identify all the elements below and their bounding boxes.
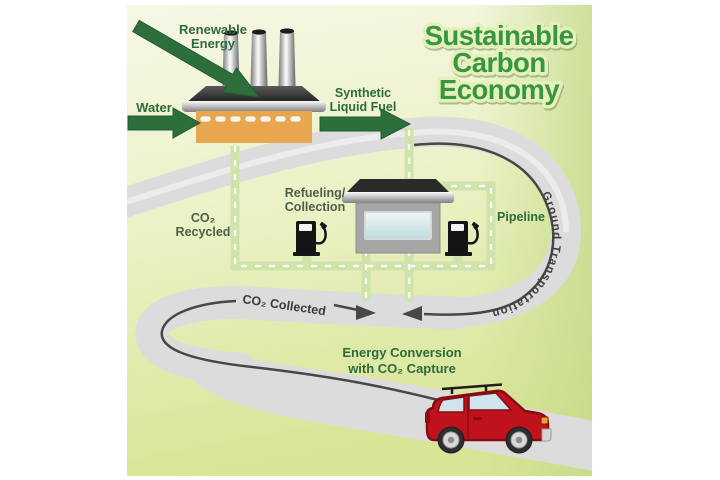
car-taillight bbox=[425, 412, 430, 423]
gas-station-icon bbox=[342, 179, 454, 254]
title-line-1: Sustainable bbox=[425, 20, 574, 51]
road-highlight bbox=[127, 128, 569, 233]
car-wheel-rear bbox=[437, 426, 465, 454]
station-window bbox=[364, 211, 432, 240]
fuel-pump-right-icon bbox=[445, 221, 479, 256]
route-line-right bbox=[413, 142, 555, 316]
energy-conversion-label: Energy Conversion with CO₂ Capture bbox=[342, 345, 461, 376]
renewable-energy-arrow-icon bbox=[132, 19, 261, 98]
svg-text:Recycled: Recycled bbox=[176, 225, 231, 239]
fuel-pump-left-icon bbox=[293, 221, 327, 256]
renewable-energy-label: Renewable Energy bbox=[179, 22, 247, 51]
svg-text:Refueling/: Refueling/ bbox=[285, 186, 346, 200]
pipeline-dashes bbox=[233, 128, 493, 268]
svg-text:Energy: Energy bbox=[191, 36, 236, 51]
svg-text:Collection: Collection bbox=[285, 200, 345, 214]
title-line-2: Carbon bbox=[452, 47, 545, 78]
car-icon bbox=[425, 383, 552, 454]
pipeline-label: Pipeline bbox=[497, 210, 545, 224]
car-rear-window bbox=[437, 396, 465, 413]
arrow-right-icon bbox=[356, 305, 376, 320]
svg-text:Synthetic: Synthetic bbox=[335, 86, 391, 100]
car-bumper bbox=[541, 428, 552, 442]
svg-text:Liquid Fuel: Liquid Fuel bbox=[330, 100, 397, 114]
arrow-left-icon bbox=[402, 306, 422, 321]
svg-text:CO₂: CO₂ bbox=[191, 211, 215, 225]
svg-text:Energy Conversion: Energy Conversion bbox=[342, 345, 461, 360]
page-title: Sustainable Carbon Economy bbox=[421, 17, 578, 109]
refueling-collection-label: Refueling/ Collection bbox=[285, 186, 346, 214]
pipeline-stub-dashes bbox=[364, 250, 411, 301]
svg-text:with CO₂ Capture: with CO₂ Capture bbox=[347, 361, 456, 376]
water-arrow-icon bbox=[127, 107, 202, 139]
title-line-3: Economy bbox=[439, 74, 560, 105]
svg-text:Renewable: Renewable bbox=[179, 22, 247, 37]
car-headlight bbox=[540, 416, 549, 425]
route-line-bottom bbox=[160, 299, 439, 402]
water-label: Water bbox=[136, 100, 172, 115]
synthetic-fuel-label: Synthetic Liquid Fuel bbox=[330, 86, 397, 114]
co2-recycled-label: CO₂ Recycled bbox=[176, 211, 231, 239]
factory-windows bbox=[199, 115, 302, 123]
route-line-collected bbox=[333, 303, 359, 312]
car-door-window bbox=[468, 392, 513, 411]
station-canopy-band bbox=[342, 192, 454, 203]
car-door-handle bbox=[473, 417, 482, 420]
station-roof bbox=[346, 179, 450, 193]
car-roof-rack bbox=[441, 383, 503, 394]
factory-roof-band bbox=[182, 101, 326, 112]
synthetic-fuel-arrow-icon bbox=[319, 108, 412, 140]
car-wheel-front bbox=[505, 426, 533, 454]
